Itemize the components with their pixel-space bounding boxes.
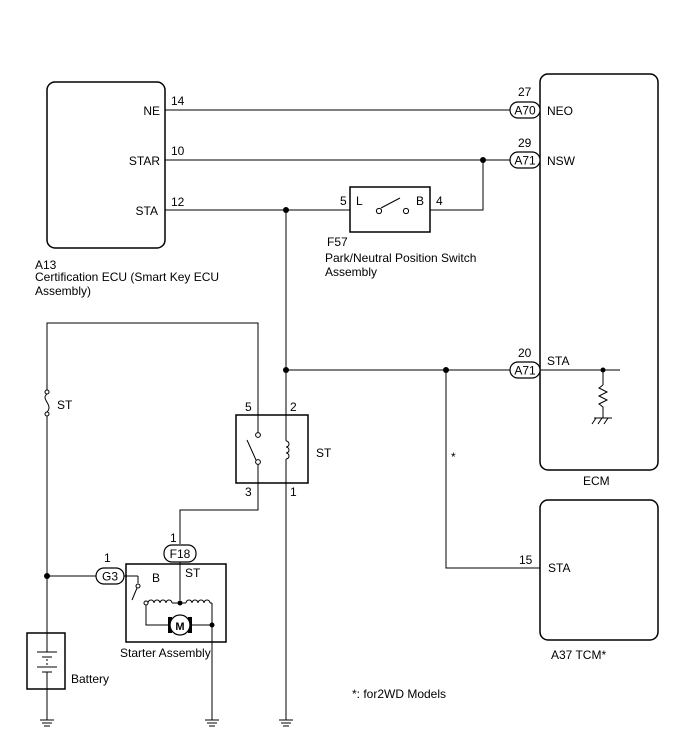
pin-label-star: STAR	[129, 154, 160, 168]
fuse-icon	[44, 393, 50, 413]
starter-terminal-b: B	[152, 571, 160, 585]
battery-label: Battery	[71, 672, 109, 686]
relay-pin-3: 3	[245, 485, 252, 499]
f18-pin-number: 1	[170, 531, 177, 545]
pin-number-14: 14	[171, 94, 185, 108]
ecm-pin-nsw: NSW	[547, 154, 576, 168]
battery-box	[26, 632, 66, 690]
switch-pin-5: 5	[340, 194, 347, 208]
starter-lead	[145, 605, 168, 626]
ecu-name-line2: Assembly)	[35, 284, 91, 298]
starter-switch-icon	[131, 587, 138, 601]
g3-pin-number: 1	[104, 551, 111, 565]
ecm-chassis-hatch	[591, 417, 597, 425]
relay-pin-5: 5	[245, 400, 252, 414]
pin-number-29: 29	[518, 136, 532, 150]
ecm-pin-neo: NEO	[547, 104, 573, 118]
asterisk-mark: *	[451, 450, 456, 464]
wire-relay-fuse	[46, 322, 259, 415]
connector-a71-nsw: A71	[509, 151, 541, 169]
wire-switch-nsw	[430, 160, 484, 211]
switch-code-f57: F57	[327, 235, 348, 249]
connector-a70-neo: A70	[509, 101, 541, 119]
fuse-label: ST	[57, 398, 73, 412]
ecu-code-a13: A13	[35, 258, 57, 272]
switch-terminal-b: B	[416, 194, 424, 208]
connector-a71-sta: A71	[509, 361, 541, 379]
switch-pin-4: 4	[436, 194, 443, 208]
relay-contact-bottom	[255, 459, 261, 465]
ecm-chassis-hatch	[603, 417, 609, 425]
pin-label-ne: NE	[143, 104, 160, 118]
splice-dot	[177, 600, 183, 606]
switch-name-line1: Park/Neutral Position Switch	[325, 251, 476, 265]
motor-label: M	[175, 621, 184, 633]
st-relay-box	[235, 414, 309, 484]
certification-ecu-box	[46, 81, 166, 249]
starter-label: Starter Assembly	[120, 646, 211, 660]
tcm-pin-sta: STA	[548, 561, 570, 575]
starter-terminal	[135, 583, 141, 589]
starter-coil-icon	[147, 599, 173, 604]
relay-label: ST	[316, 446, 332, 460]
ecm-box	[539, 73, 659, 471]
connector-f18: F18	[163, 544, 197, 563]
ecm-pin-sta: STA	[547, 354, 569, 368]
tcm-box	[539, 499, 659, 641]
ground-icon	[279, 719, 293, 727]
ground-icon	[205, 719, 219, 727]
switch-blade-icon	[380, 197, 401, 209]
svg-text:A70: A70	[514, 104, 536, 118]
splice-dot	[44, 573, 50, 579]
pin-label-sta: STA	[136, 204, 158, 218]
splice-dot	[283, 207, 289, 213]
ecm-resistor-icon	[597, 384, 609, 418]
switch-contact-l	[375, 207, 383, 215]
wire-relay-f18	[179, 483, 259, 544]
tcm-pin-number: 15	[519, 553, 533, 567]
svg-text:F18: F18	[170, 547, 191, 561]
svg-text:A71: A71	[514, 364, 536, 378]
splice-dot	[480, 157, 486, 163]
relay-contact-top	[255, 432, 261, 438]
relay-pin-2: 2	[290, 400, 297, 414]
wire-tcm-sta	[445, 370, 540, 569]
footnote: *: for2WD Models	[352, 687, 446, 701]
svg-text:A71: A71	[514, 154, 536, 168]
motor-icon	[169, 614, 191, 636]
connector-g3: G3	[95, 567, 125, 585]
splice-dot	[600, 367, 606, 373]
relay-coil-icon	[285, 440, 290, 460]
pin-number-27: 27	[518, 85, 532, 99]
ecm-chassis-hatch	[597, 417, 603, 425]
pin-number-20: 20	[518, 346, 532, 360]
fuse-terminal	[44, 411, 50, 417]
splice-dot	[283, 367, 289, 373]
starter-coil-icon	[185, 599, 211, 604]
tcm-label: A37 TCM*	[551, 648, 606, 662]
starter-assembly-box	[125, 563, 227, 643]
relay-pin-1: 1	[290, 485, 297, 499]
svg-text:G3: G3	[102, 570, 118, 584]
starter-terminal	[143, 600, 149, 606]
pin-number-12: 12	[171, 195, 185, 209]
ecu-name-line1: Certification ECU (Smart Key ECU	[35, 270, 219, 284]
splice-dot	[209, 622, 215, 628]
starter-terminal-st: ST	[185, 566, 201, 580]
pin-number-10: 10	[171, 144, 185, 158]
switch-terminal-l: L	[356, 194, 363, 208]
fuse-terminal	[44, 389, 50, 395]
ground-icon	[40, 719, 54, 727]
ecm-label: ECM	[583, 474, 610, 488]
switch-contact-b	[402, 207, 410, 215]
relay-switch-blade-icon	[246, 439, 257, 461]
splice-dot	[443, 367, 449, 373]
switch-name-line2: Assembly	[325, 265, 377, 279]
